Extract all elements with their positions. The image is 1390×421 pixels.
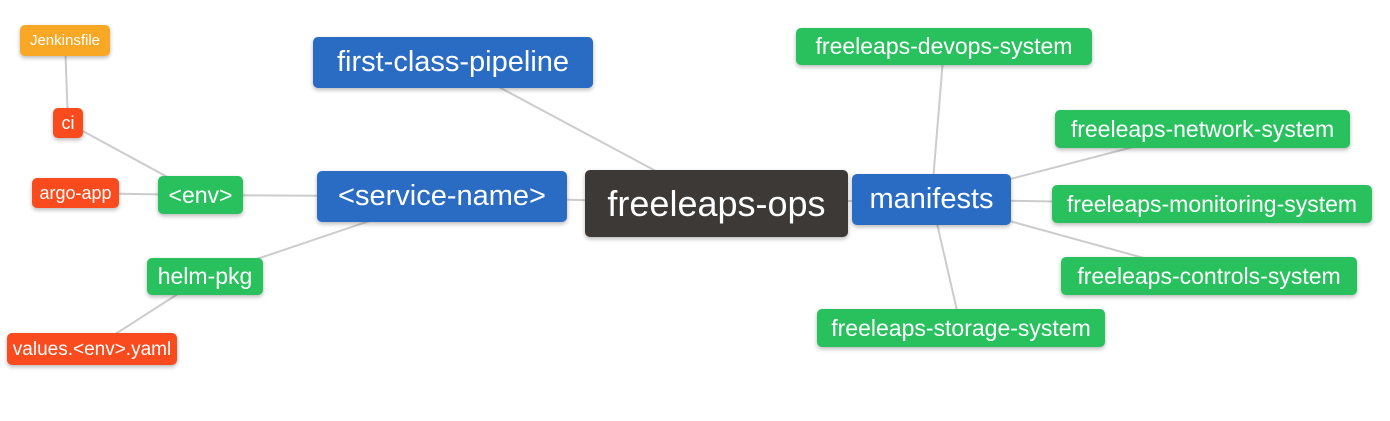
node-freeleaps-ops[interactable]: freeleaps-ops bbox=[585, 170, 848, 237]
node-env[interactable]: <env> bbox=[158, 176, 243, 214]
node-service-name[interactable]: <service-name> bbox=[317, 171, 567, 222]
node-values-env-yaml[interactable]: values.<env>.yaml bbox=[7, 333, 177, 365]
node-controls-system[interactable]: freeleaps-controls-system bbox=[1061, 257, 1357, 295]
node-ci[interactable]: ci bbox=[53, 108, 83, 138]
node-devops-system[interactable]: freeleaps-devops-system bbox=[796, 28, 1092, 65]
node-jenkinsfile[interactable]: Jenkinsfile bbox=[20, 25, 110, 56]
node-manifests[interactable]: manifests bbox=[852, 174, 1011, 225]
node-network-system[interactable]: freeleaps-network-system bbox=[1055, 110, 1350, 148]
node-helm-pkg[interactable]: helm-pkg bbox=[147, 258, 263, 295]
node-argo-app[interactable]: argo-app bbox=[32, 178, 119, 208]
node-first-class-pipeline[interactable]: first-class-pipeline bbox=[313, 37, 593, 88]
node-monitoring-system[interactable]: freeleaps-monitoring-system bbox=[1052, 185, 1372, 223]
node-storage-system[interactable]: freeleaps-storage-system bbox=[817, 309, 1105, 347]
